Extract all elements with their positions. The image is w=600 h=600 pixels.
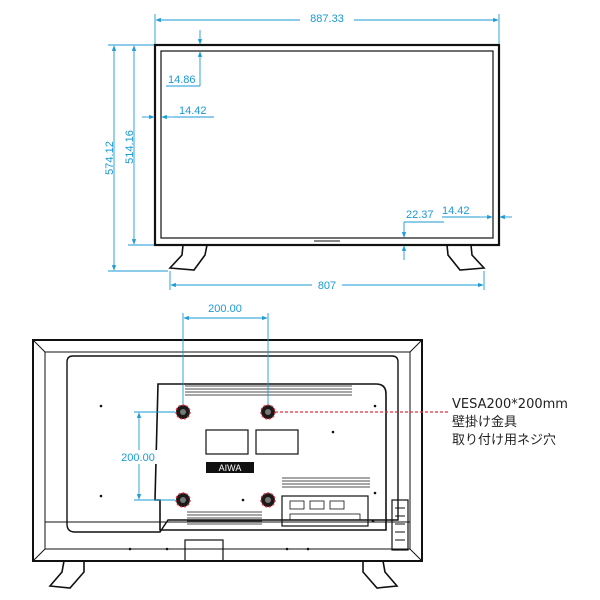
vesa-note-line3: 取り付け用ネジ穴 bbox=[452, 433, 556, 448]
front-view bbox=[153, 43, 501, 271]
bottom-bezel-label: 22.37 bbox=[406, 209, 434, 221]
vesa-vertical-label: 200.00 bbox=[121, 452, 155, 464]
front-tv-frame bbox=[153, 43, 501, 247]
back-housing bbox=[66, 355, 399, 533]
port-panel bbox=[281, 495, 409, 551]
vesa-note: VESA200*200mm 壁掛け金具 取り付け用ネジ穴 bbox=[452, 397, 568, 448]
overall-width-label: 887.33 bbox=[310, 13, 344, 25]
front-stand-right bbox=[446, 244, 486, 271]
center-bracket bbox=[184, 539, 224, 562]
overall-height-label: 574.12 bbox=[104, 141, 116, 175]
label-box-right bbox=[255, 429, 299, 455]
screen-height-label: 514.16 bbox=[124, 130, 136, 164]
vesa-note-line2: 壁掛け金具 bbox=[452, 414, 517, 430]
top-vents bbox=[185, 385, 352, 396]
vesa-holes bbox=[175, 404, 448, 508]
back-view: AIWA bbox=[32, 339, 423, 589]
vesa-dimensions: 200.00 200.00 bbox=[114, 302, 269, 501]
vesa-horizontal-label: 200.00 bbox=[208, 303, 242, 315]
back-plate bbox=[154, 383, 387, 531]
stand-width-label: 807 bbox=[318, 280, 336, 292]
back-stand-left bbox=[48, 560, 85, 589]
back-tv-frame bbox=[32, 339, 423, 562]
front-stand-left bbox=[168, 244, 208, 271]
back-stand-right bbox=[362, 560, 399, 589]
label-box-left bbox=[205, 429, 249, 455]
front-screen bbox=[160, 50, 494, 239]
right-bezel-label: 14.42 bbox=[442, 205, 470, 217]
side-bezel-label: 14.42 bbox=[179, 105, 207, 117]
vesa-note-line1: VESA200*200mm bbox=[452, 397, 568, 412]
brand-label-plate bbox=[206, 462, 254, 473]
bottom-vents bbox=[187, 477, 370, 525]
screw-dots bbox=[99, 404, 377, 551]
front-dimensions: 887.33 574.12 514.16 14.86 14.42 14.42 2… bbox=[104, 11, 512, 292]
brand-label: AIWA bbox=[219, 463, 242, 473]
top-bezel-label: 14.86 bbox=[168, 74, 196, 86]
